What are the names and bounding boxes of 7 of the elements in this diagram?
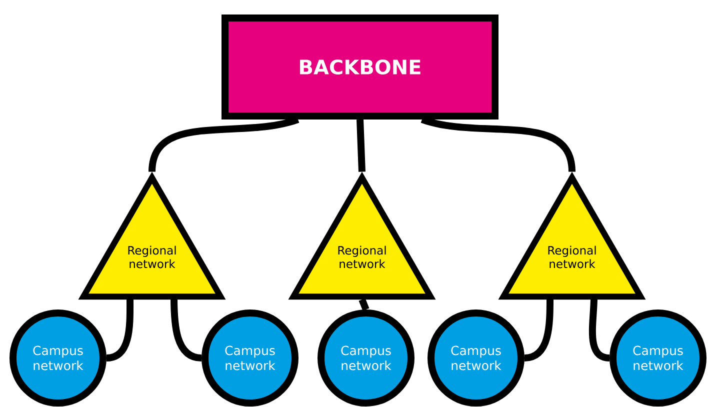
- backbone-box: BACKBONE: [222, 14, 498, 120]
- connector-line: [106, 298, 134, 362]
- connector-line: [358, 298, 370, 311]
- connector-line: [356, 119, 366, 172]
- connector-line: [588, 298, 610, 362]
- connector-line: [524, 298, 554, 362]
- connector-line: [170, 298, 202, 362]
